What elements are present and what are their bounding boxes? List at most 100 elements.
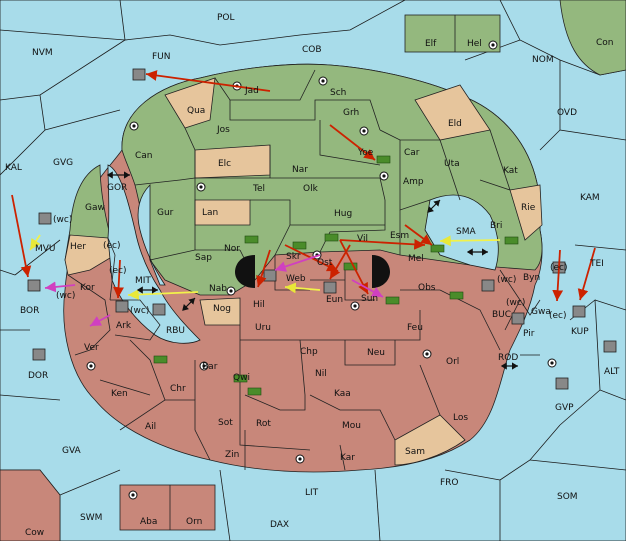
province-rie[interactable] bbox=[509, 184, 543, 241]
label-tel: Tel bbox=[252, 184, 265, 194]
label-ail: Ail bbox=[145, 422, 156, 432]
label-mel: Mel bbox=[408, 254, 424, 264]
label-elc: Elc bbox=[218, 159, 231, 169]
label-olk: Olk bbox=[303, 184, 319, 194]
canal-marker-east bbox=[372, 255, 390, 288]
label-coast-ec4: (ec) bbox=[549, 311, 567, 321]
label-dax: DAX bbox=[270, 520, 289, 530]
label-kat: Kat bbox=[503, 166, 518, 176]
label-ovd: OVD bbox=[557, 108, 577, 118]
province-con[interactable] bbox=[559, 0, 626, 76]
label-ver: Ver bbox=[84, 343, 99, 353]
label-ost: Ost bbox=[317, 258, 333, 268]
label-gvp: GVP bbox=[555, 403, 574, 413]
label-coast-wc5: (wc) bbox=[130, 306, 149, 316]
label-chp: Chp bbox=[300, 347, 318, 357]
label-hel: Hel bbox=[467, 39, 482, 49]
label-gvg: GVG bbox=[53, 158, 73, 168]
label-bar: Bar bbox=[202, 362, 218, 372]
province-cow[interactable] bbox=[0, 469, 61, 541]
label-rie: Rie bbox=[521, 203, 536, 213]
label-qwi: Qwi bbox=[233, 373, 250, 383]
label-bor: BOR bbox=[20, 306, 39, 316]
label-lit: LIT bbox=[305, 488, 319, 498]
label-fro: FRO bbox=[440, 478, 459, 488]
label-ken: Ken bbox=[111, 389, 128, 399]
label-gwa: Gwa bbox=[531, 307, 551, 317]
label-coast-wc2: (wc) bbox=[56, 291, 75, 301]
label-nvm: NVM bbox=[32, 48, 53, 58]
label-elf: Elf bbox=[425, 39, 437, 49]
label-dor: DOR bbox=[28, 371, 48, 381]
label-coast-wc1: (wc) bbox=[53, 215, 72, 225]
label-orn: Orn bbox=[186, 517, 202, 527]
province-elc[interactable] bbox=[194, 144, 271, 179]
province-qua[interactable] bbox=[164, 77, 216, 129]
label-sma: SMA bbox=[456, 227, 476, 237]
label-fun: FUN bbox=[152, 52, 171, 62]
province-borders bbox=[67, 69, 541, 471]
label-gor: GOR bbox=[107, 183, 127, 193]
label-kup: KUP bbox=[571, 327, 589, 337]
label-cob: COB bbox=[302, 45, 322, 55]
label-eld: Eld bbox=[448, 119, 462, 129]
label-vil: Vil bbox=[357, 234, 368, 244]
label-kor: Kor bbox=[80, 283, 95, 293]
label-som: SOM bbox=[557, 492, 578, 502]
label-tei: TEI bbox=[589, 259, 604, 269]
label-gur: Gur bbox=[157, 208, 174, 218]
label-gaw: Gaw bbox=[85, 203, 105, 213]
label-sun: Sun bbox=[361, 294, 378, 304]
label-ark: Ark bbox=[116, 321, 132, 331]
label-coast-ec3: (ec) bbox=[550, 263, 568, 273]
label-pol: POL bbox=[217, 13, 235, 23]
label-rot: Rot bbox=[256, 419, 271, 429]
label-grh: Grh bbox=[343, 108, 359, 118]
label-swm: SWM bbox=[80, 513, 102, 523]
label-aba: Aba bbox=[140, 517, 157, 527]
province-sam[interactable] bbox=[394, 414, 466, 466]
label-coast-wc3: (wc) bbox=[497, 275, 516, 285]
label-kal: KAL bbox=[5, 163, 22, 173]
label-sch: Sch bbox=[330, 88, 346, 98]
label-kam: KAM bbox=[580, 193, 600, 203]
label-mou: Mou bbox=[342, 421, 361, 431]
label-coast-ec1: (ec) bbox=[103, 241, 121, 251]
label-qua: Qua bbox=[187, 106, 205, 116]
label-yoe: Yoe bbox=[357, 148, 374, 158]
label-hug: Hug bbox=[334, 209, 352, 219]
label-her: Her bbox=[70, 242, 86, 252]
label-mit: MIT bbox=[135, 276, 151, 286]
label-feu: Feu bbox=[407, 323, 423, 333]
label-nor: Nor bbox=[224, 244, 240, 254]
label-nab: Nab bbox=[209, 284, 227, 294]
label-web: Web bbox=[286, 274, 306, 284]
label-nar: Nar bbox=[292, 165, 308, 175]
label-can: Can bbox=[135, 151, 153, 161]
label-nom: NOM bbox=[532, 55, 554, 65]
label-neu: Neu bbox=[367, 348, 385, 358]
label-zin: Zin bbox=[225, 450, 239, 460]
label-amp: Amp bbox=[403, 177, 424, 187]
orders bbox=[11, 70, 596, 370]
label-jad: Jad bbox=[244, 86, 259, 96]
label-buc: BUC bbox=[492, 310, 511, 320]
label-alt: ALT bbox=[604, 367, 620, 377]
label-eun: Eun bbox=[326, 295, 343, 305]
label-obs: Obs bbox=[418, 283, 436, 293]
label-kar: Kar bbox=[340, 453, 355, 463]
island-elf-hel[interactable] bbox=[404, 14, 501, 53]
label-pir: Pir bbox=[523, 329, 535, 339]
label-chr: Chr bbox=[170, 384, 186, 394]
label-nil: Nil bbox=[315, 369, 327, 379]
label-uru: Uru bbox=[255, 323, 271, 333]
label-jos: Jos bbox=[216, 125, 230, 135]
label-nog: Nog bbox=[213, 304, 231, 314]
label-byn: Byn bbox=[523, 273, 540, 283]
label-rod: ROD bbox=[498, 353, 518, 363]
label-los: Los bbox=[453, 413, 468, 423]
label-car: Car bbox=[404, 148, 420, 158]
label-coast-ec2: (ec) bbox=[109, 266, 127, 276]
